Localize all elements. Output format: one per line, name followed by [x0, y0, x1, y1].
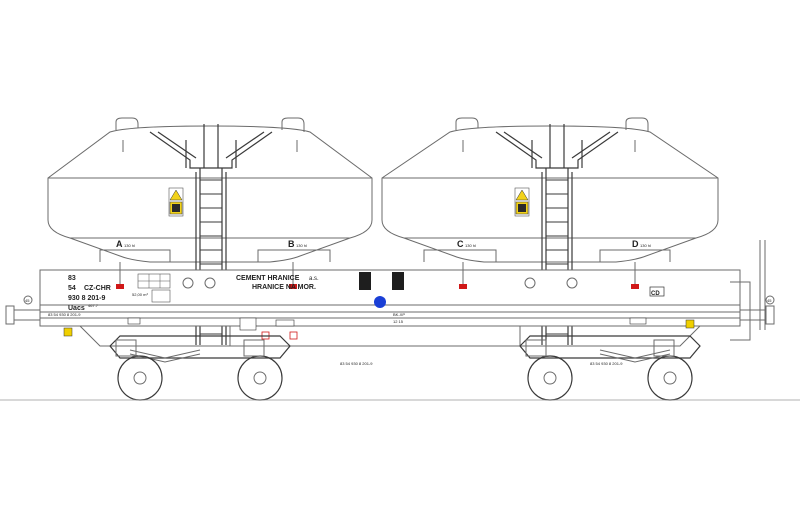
svg-text:HRANICE NA MOR.: HRANICE NA MOR.	[252, 284, 316, 291]
hopper-label-d: D 130 hl	[632, 239, 651, 249]
hopper-outlets	[99, 249, 671, 262]
svg-text:52,00 m³: 52,00 m³	[132, 292, 148, 297]
warning-label-left-icon	[168, 187, 184, 217]
warning-label-right-icon	[514, 187, 530, 217]
svg-text:130 hl: 130 hl	[640, 243, 651, 248]
hopper-label-c: C 130 hl	[457, 239, 476, 249]
bk-inscription: BK-XP 12 15	[393, 312, 405, 324]
hopper-label-a: A 130 hl	[116, 239, 135, 249]
svg-text:CD: CD	[651, 291, 660, 297]
svg-text:130 hl: 130 hl	[124, 243, 135, 248]
svg-text:C: C	[457, 239, 464, 249]
small-number-bogie-left: 83 54 930 8 201-9	[340, 361, 373, 366]
svg-text:467.7: 467.7	[88, 303, 99, 308]
buffer-left: 45	[5, 295, 73, 337]
hopper-label-b: B 130 hl	[288, 239, 307, 249]
small-number-bogie-right: 83 54 930 8 201-9	[590, 361, 623, 366]
svg-text:A: A	[116, 239, 123, 249]
silo-left	[47, 117, 373, 263]
svg-text:a.s.: a.s.	[309, 276, 319, 282]
svg-text:54: 54	[68, 285, 76, 292]
svg-text:Uacs: Uacs	[68, 305, 85, 312]
svg-text:45: 45	[767, 298, 772, 303]
svg-text:130 hl: 130 hl	[296, 243, 307, 248]
operator-badge: CD	[649, 286, 665, 297]
svg-text:CEMENT HRANICE: CEMENT HRANICE	[236, 275, 300, 282]
wagon-number-block: 83 54 CZ-CHR 930 8 201-9 Uacs 467.7	[68, 275, 111, 312]
small-number-left: 83 54 930 8 201-9	[48, 312, 81, 317]
svg-text:12 15: 12 15	[393, 319, 404, 324]
buffer-right: 45	[685, 240, 775, 341]
load-table: 52,00 m³	[132, 273, 171, 303]
svg-text:130 hl: 130 hl	[465, 243, 476, 248]
blue-disc-icon	[374, 296, 386, 308]
svg-text:45: 45	[25, 298, 30, 303]
owner-inscription: CEMENT HRANICE a.s. HRANICE NA MOR.	[236, 275, 319, 291]
svg-text:CZ-CHR: CZ-CHR	[84, 285, 111, 292]
discharge-valves	[116, 262, 639, 289]
gauge-discs	[182, 277, 578, 289]
svg-text:B: B	[288, 239, 295, 249]
svg-text:BK-XP: BK-XP	[393, 312, 405, 317]
info-plates	[359, 272, 404, 290]
svg-text:930 8 201-9: 930 8 201-9	[68, 295, 105, 302]
svg-text:83: 83	[68, 275, 76, 282]
svg-text:D: D	[632, 239, 639, 249]
